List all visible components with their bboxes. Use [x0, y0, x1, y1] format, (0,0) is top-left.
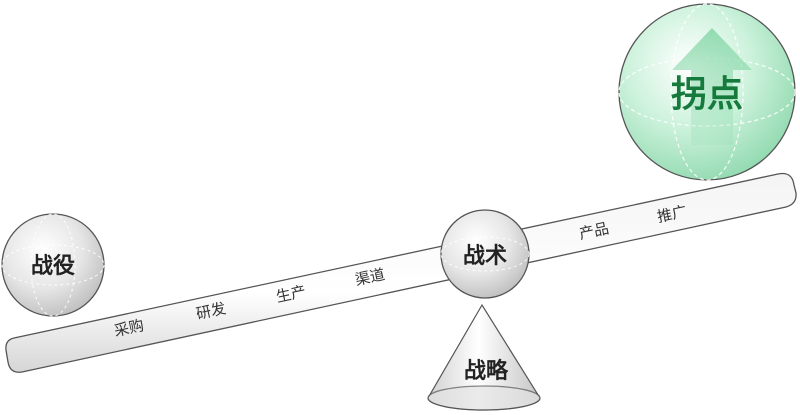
left-ball-label: 战役: [31, 254, 75, 279]
up-arrow-icon: [672, 28, 752, 145]
beam-label-purchase: 采购: [112, 316, 145, 340]
right-ball: 拐点: [618, 3, 796, 181]
seesaw-beam: 采购 研发 生产 渠道 产品 推广: [5, 172, 797, 373]
left-ball: 战役: [1, 213, 105, 317]
fulcrum-ball: 战术: [440, 209, 530, 299]
fulcrum-label: 战术: [463, 244, 507, 269]
beam-label-production: 生产: [274, 282, 307, 306]
beam-label-promotion: 推广: [655, 202, 688, 226]
base-label: 战略: [464, 358, 509, 384]
beam-label-rnd: 研发: [194, 299, 227, 323]
beam-label-product: 产品: [577, 219, 610, 243]
right-ball-label: 拐点: [671, 74, 743, 115]
base-cone: 战略: [427, 303, 541, 411]
beam-label-channel: 渠道: [353, 265, 386, 289]
